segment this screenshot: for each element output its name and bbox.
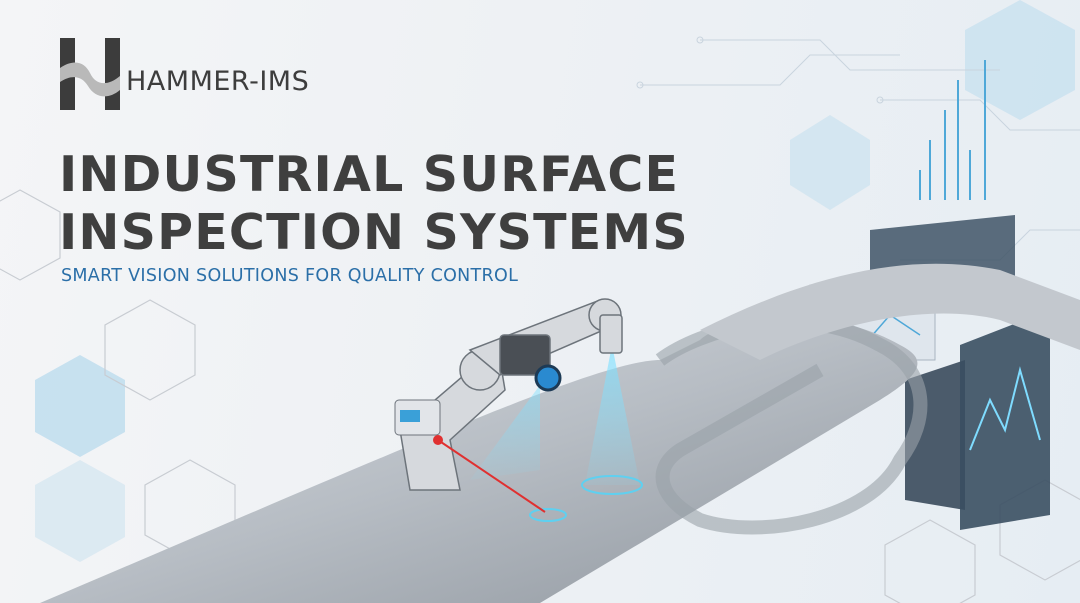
robot-arm — [399, 298, 623, 491]
title-line-2: INSPECTION SYSTEMS — [59, 204, 689, 261]
subtitle: SMART VISION SOLUTIONS FOR QUALITY CONTR… — [61, 266, 519, 286]
laser-beam — [437, 439, 546, 513]
hammer-ims-logo-icon — [60, 38, 120, 110]
hexagon-decor — [35, 0, 1075, 562]
scan-beam-2 — [470, 385, 540, 480]
page-title: INDUSTRIAL SURFACE INSPECTION SYSTEMS — [59, 146, 689, 262]
brand-logo: HAMMER-IMS — [60, 38, 309, 110]
brand-name: HAMMER-IMS — [126, 65, 310, 97]
data-spikes — [919, 60, 986, 200]
title-line-1: INDUSTRIAL SURFACE — [59, 146, 680, 203]
scan-beam — [585, 345, 640, 485]
steel-sheet-conveyor — [40, 263, 1080, 603]
camera-lens-icon — [534, 364, 562, 392]
